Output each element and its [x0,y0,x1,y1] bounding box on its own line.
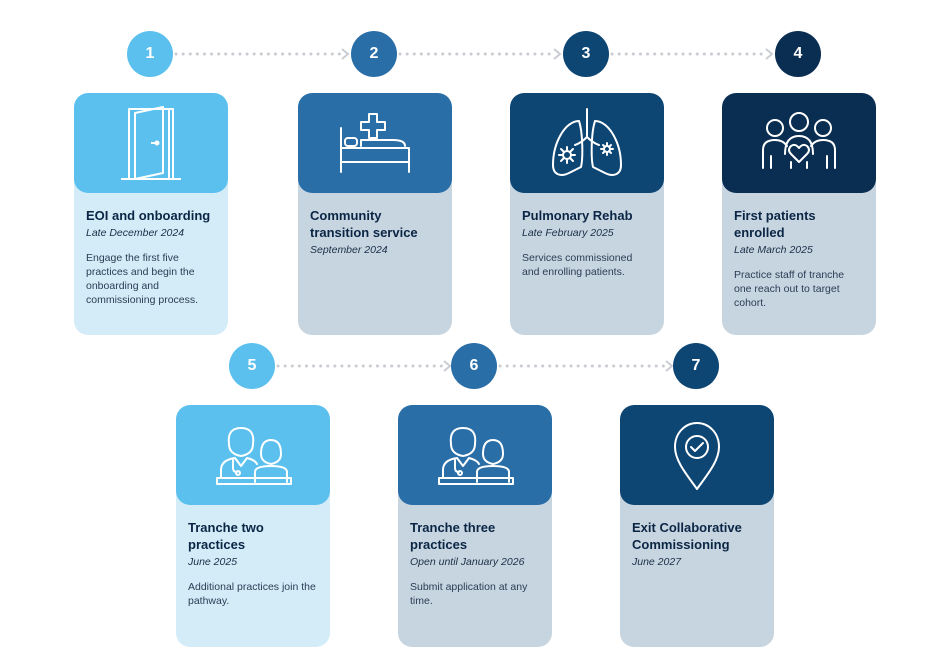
door-icon [111,103,191,183]
step-7-card: Exit Collaborative Commissioning June 20… [620,405,774,647]
step-1-card: EOI and onboarding Late December 2024 En… [74,93,228,335]
lungs-icon [545,103,629,183]
step-5-date: June 2025 [188,556,238,568]
step-1-date: Late December 2024 [86,227,185,239]
location-check-icon [667,417,727,493]
hospital-bed-icon [335,108,415,178]
connector-6-7 [498,360,674,372]
step-6-card: Tranche three practices Open until Janua… [398,405,552,647]
step-6-title: Tranche three practices [410,520,496,552]
step-7-icon-panel [620,405,774,505]
step-7-number: 7 [673,343,719,389]
step-4-number: 4 [775,31,821,77]
step-2-card: Community transition service September 2… [298,93,452,335]
step-7-title: Exit Collaborative Commissioning [632,520,742,552]
step-2-title: Community transition service [310,208,418,240]
connector-1-2 [174,48,350,60]
step-3-icon-panel [510,93,664,193]
step-5-card: Tranche two practices June 2025 Addition… [176,405,330,647]
step-1-title: EOI and onboarding [86,208,211,223]
step-4-card: First patients enrolled Late March 2025 … [722,93,876,335]
step-3-date: Late February 2025 [522,227,614,239]
connector-5-6 [276,360,452,372]
connector-2-3 [398,48,562,60]
step-3-description: Services commissioned and enrolling pati… [522,252,633,278]
connector-3-4 [610,48,774,60]
step-4-date: Late March 2025 [734,244,813,256]
step-5-title: Tranche two practices [188,520,264,552]
doctor-patient-icon [211,420,295,490]
step-1-icon-panel [74,93,228,193]
step-6-number: 6 [451,343,497,389]
step-5-description: Additional practices join the pathway. [188,581,316,607]
step-3-card: Pulmonary Rehab Late February 2025 Servi… [510,93,664,335]
step-4-description: Practice staff of tranche one reach out … [734,269,845,309]
step-2-icon-panel [298,93,452,193]
step-6-description: Submit application at any time. [410,581,528,607]
step-1-number: 1 [127,31,173,77]
step-4-icon-panel [722,93,876,193]
step-6-date: Open until January 2026 [410,556,525,568]
family-icon [757,108,841,178]
step-2-number: 2 [351,31,397,77]
step-6-icon-panel [398,405,552,505]
doctor-patient-icon [433,420,517,490]
step-2-date: September 2024 [310,244,388,256]
step-5-number: 5 [229,343,275,389]
step-3-number: 3 [563,31,609,77]
step-3-title: Pulmonary Rehab [522,208,633,223]
step-7-date: June 2027 [632,556,682,568]
step-1-description: Engage the first five practices and begi… [86,252,199,306]
step-4-title: First patients enrolled [734,208,816,240]
step-5-icon-panel [176,405,330,505]
